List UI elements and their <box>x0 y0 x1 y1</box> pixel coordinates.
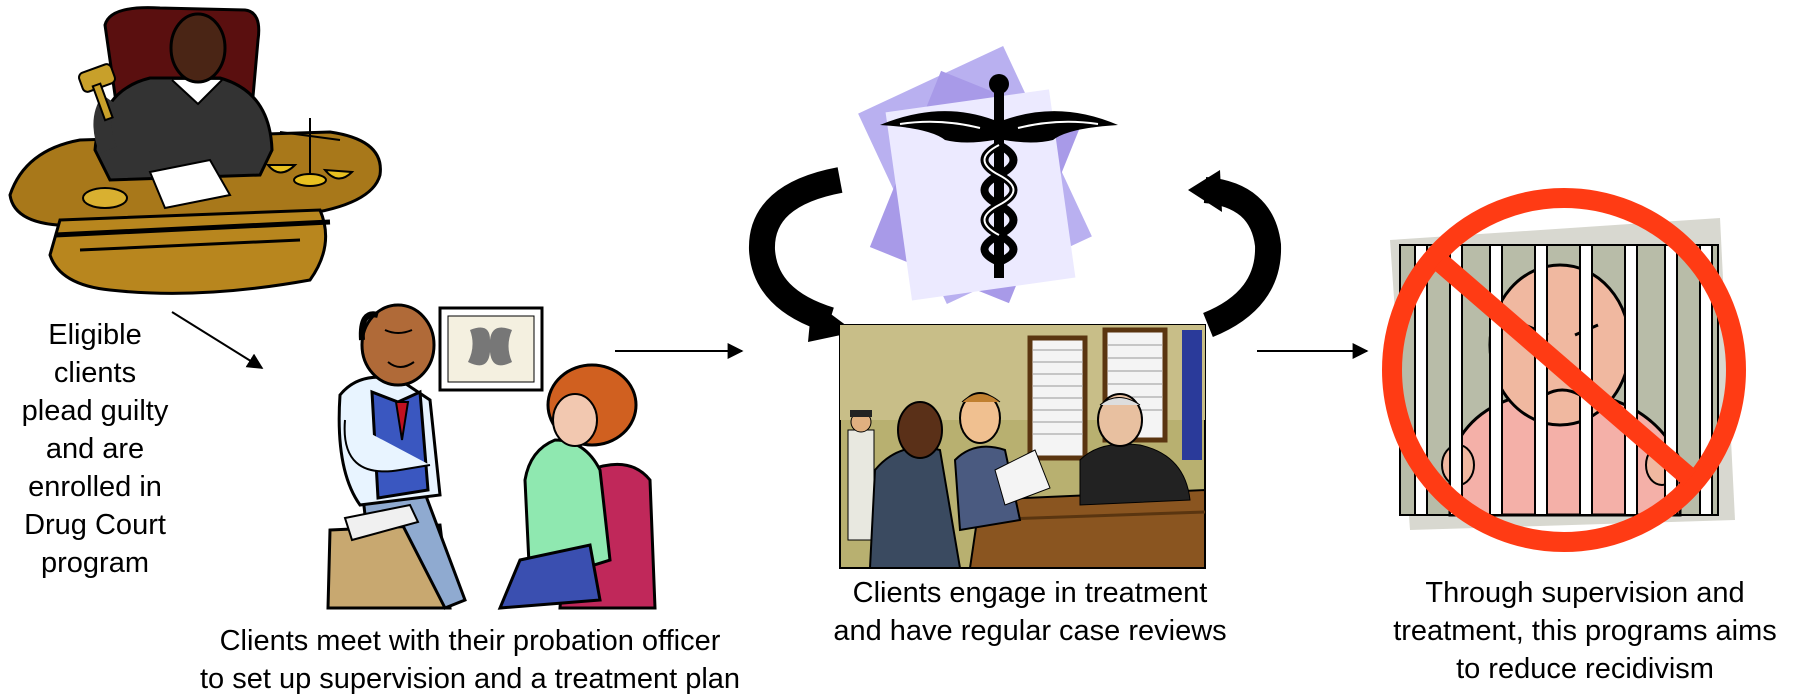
caption-line: to set up supervision and a treatment pl… <box>199 663 741 695</box>
caption-line: Eligible <box>48 319 142 351</box>
caption-line: and have regular case reviews <box>833 615 1227 647</box>
judge-at-bench-icon <box>8 6 382 295</box>
caption-line: program <box>41 547 149 579</box>
caption-line: Drug Court <box>24 509 166 541</box>
diagonal-arrow <box>171 311 264 369</box>
step-caption-outcome: Through supervision and treatment, this … <box>1360 574 1810 688</box>
step-caption-treatment: Clients engage in treatment and have reg… <box>810 574 1250 650</box>
caption-line: enrolled in <box>28 471 162 503</box>
cycle-arrow-left <box>749 167 843 333</box>
courtroom-review-icon <box>839 324 1206 569</box>
step-caption-enrollment: Eligible clients plead guilty and are en… <box>0 316 190 582</box>
cycle-arrow-right <box>1202 177 1282 338</box>
caption-line: plead guilty <box>21 395 169 427</box>
caption-line: Through supervision and <box>1425 577 1745 609</box>
caption-line: and are <box>45 433 145 465</box>
caption-line: Clients meet with their probation office… <box>219 625 721 657</box>
caption-line: clients <box>53 357 137 389</box>
no-jail-icon <box>1382 188 1746 552</box>
probation-meeting-icon <box>326 303 657 610</box>
caption-line: treatment, this programs aims <box>1393 615 1777 647</box>
caption-line: Clients engage in treatment <box>852 577 1208 609</box>
caption-line: to reduce recidivism <box>1456 653 1714 685</box>
step-caption-probation: Clients meet with their probation office… <box>160 622 780 698</box>
caduceus-icon <box>858 46 1118 304</box>
